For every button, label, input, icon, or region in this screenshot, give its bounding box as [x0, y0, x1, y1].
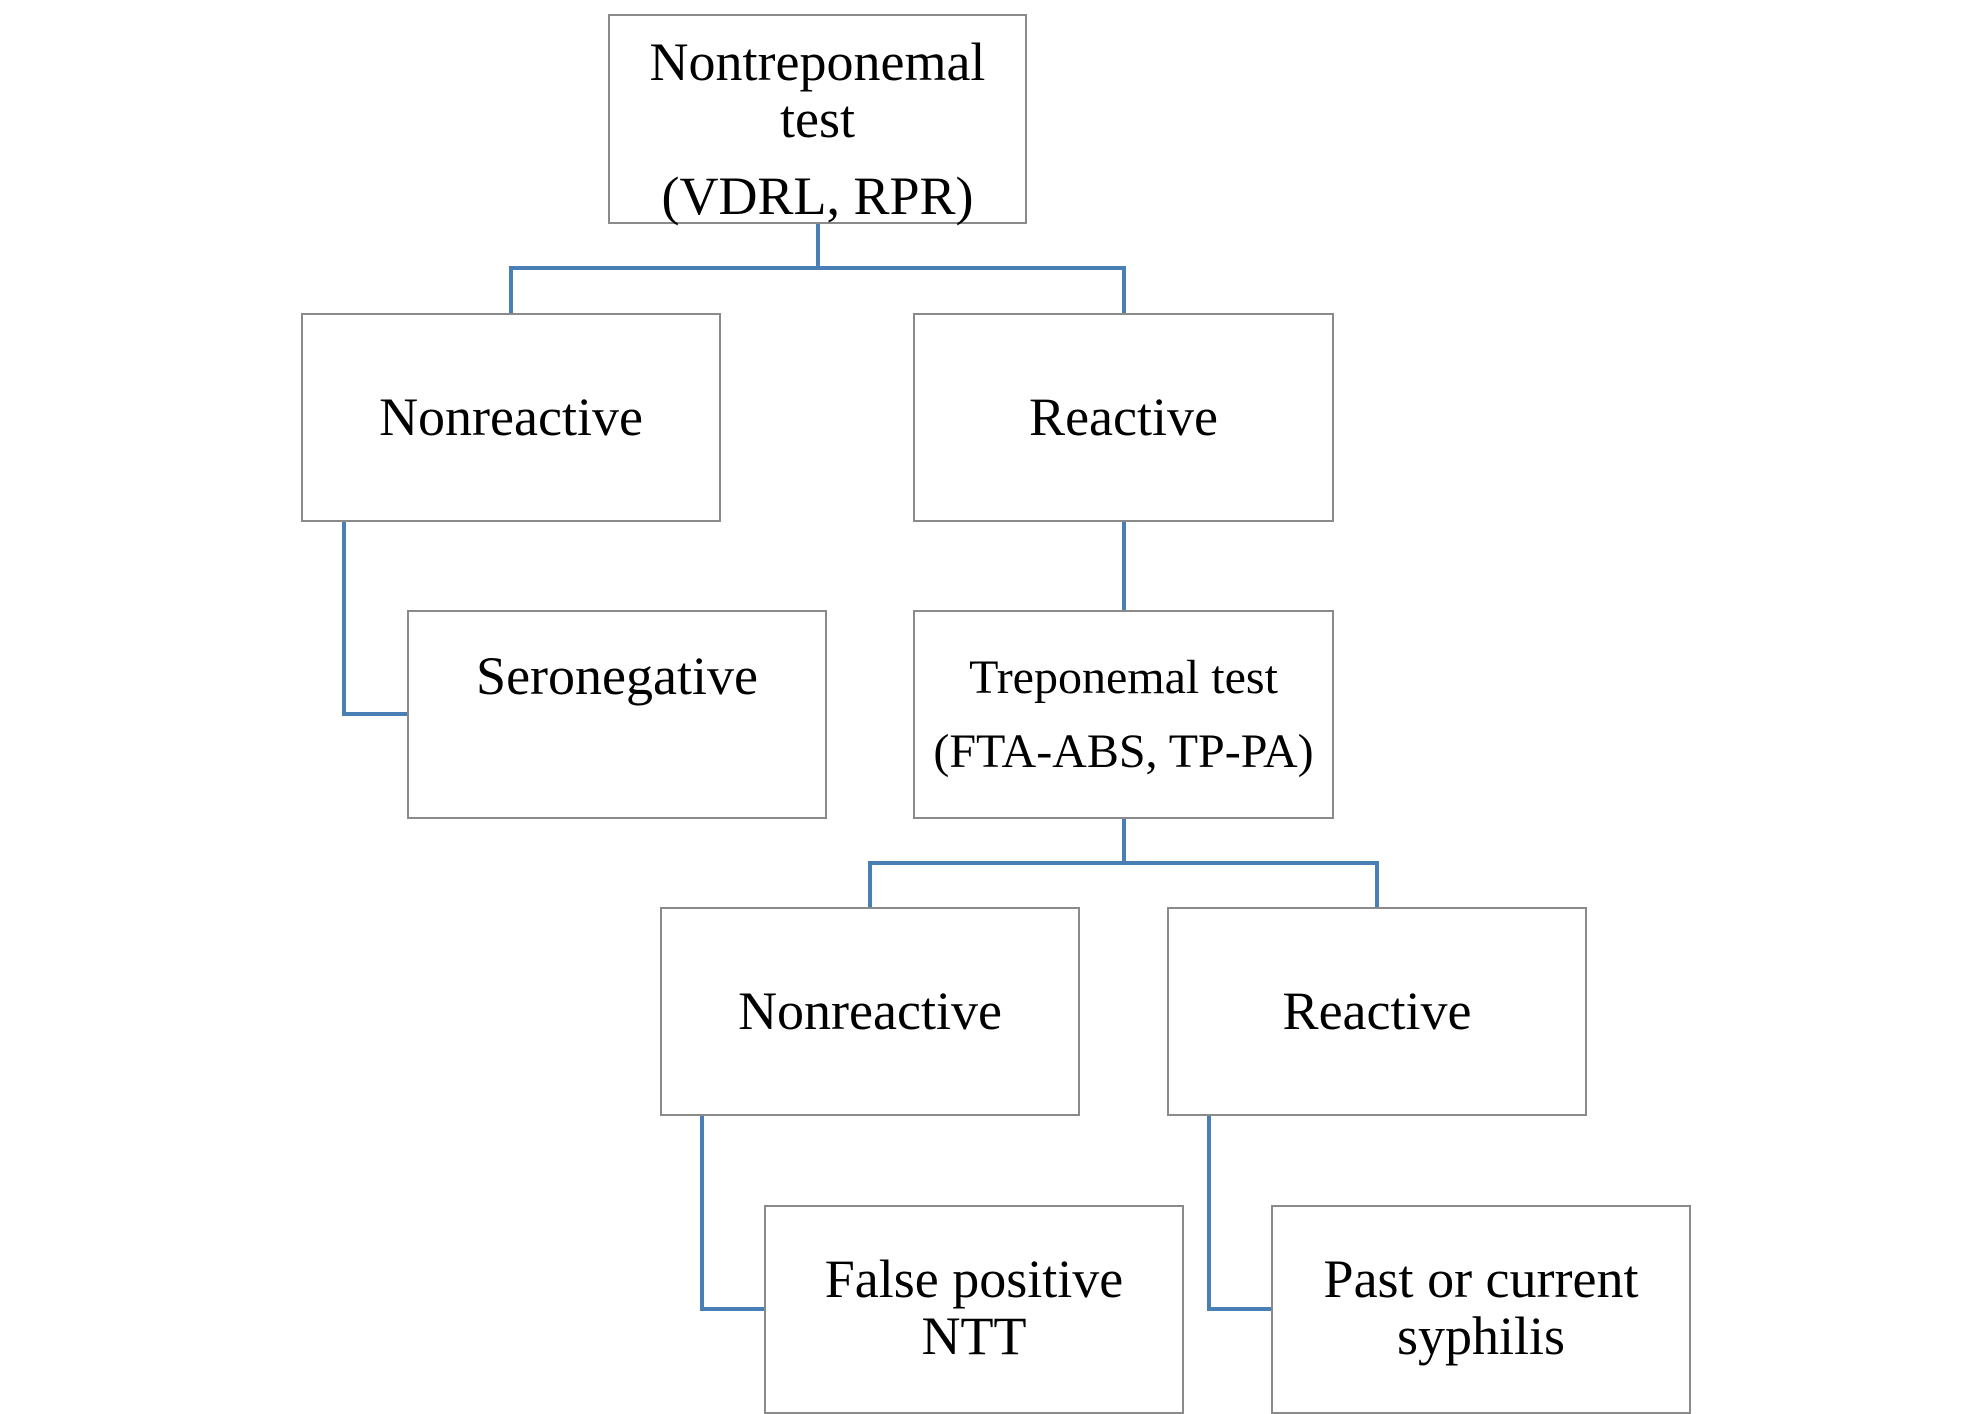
node-label: (VDRL, RPR)	[661, 166, 974, 226]
node-label: NTT	[921, 1306, 1027, 1366]
node-label: Nonreactive	[379, 387, 643, 447]
connector-treponemal-to-reactive	[1124, 861, 1379, 907]
node-label: Seronegative	[476, 646, 758, 706]
treponemal-test-box: Treponemal test (FTA-ABS, TP-PA)	[913, 610, 1334, 819]
node-label: (FTA-ABS, TP-PA)	[933, 724, 1314, 778]
treponemal-reactive-box: Reactive	[1167, 907, 1587, 1116]
connector-nonreactive-to-seronegative	[342, 522, 407, 716]
connector-treponemal-to-nonreactive	[868, 819, 1126, 907]
treponemal-nonreactive-box: Nonreactive	[660, 907, 1080, 1116]
node-label: Treponemal test	[969, 650, 1278, 704]
node-label: Reactive	[1282, 981, 1472, 1041]
node-label: Nontreponemal	[649, 32, 986, 92]
false-positive-ntt-box: False positive NTT	[764, 1205, 1184, 1414]
node-label: syphilis	[1396, 1306, 1566, 1366]
connector-root-to-reactive	[818, 266, 1126, 313]
connector-reactive-to-past-current	[1207, 1116, 1271, 1311]
node-label: Nonreactive	[738, 981, 1002, 1041]
connector-nonreactive-to-false-positive	[700, 1116, 764, 1311]
nontreponemal-test-box: Nontreponemal test (VDRL, RPR)	[608, 14, 1027, 226]
past-or-current-syphilis-box: Past or current syphilis	[1271, 1205, 1691, 1414]
node-label: Past or current	[1323, 1249, 1639, 1309]
reactive-box: Reactive	[913, 313, 1334, 522]
node-label: test	[780, 89, 855, 149]
node-label: Reactive	[1029, 387, 1218, 447]
nonreactive-box: Nonreactive	[301, 313, 721, 522]
node-label: False positive	[824, 1249, 1124, 1309]
seronegative-box: Seronegative	[407, 610, 827, 819]
connector-root-to-nonreactive	[509, 224, 820, 313]
